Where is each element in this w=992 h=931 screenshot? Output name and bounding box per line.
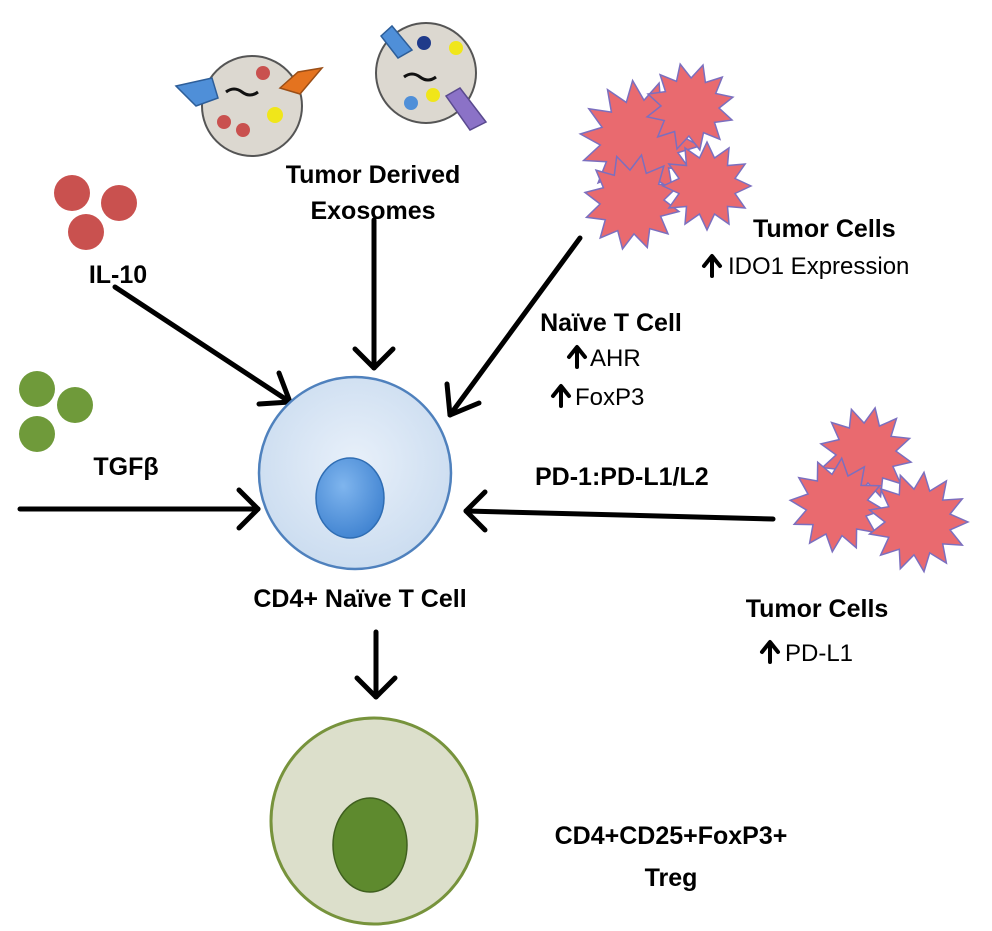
il10-label: IL-10	[89, 261, 147, 289]
tumor-cell-icon	[583, 153, 681, 251]
pd1-label: PD-1:PD-L1/L2	[535, 463, 709, 491]
rna-strand-icon	[225, 87, 259, 97]
exosome-left	[174, 55, 324, 157]
naive-t-cell-note: Naïve T Cell	[540, 309, 682, 337]
naive-t-cell	[257, 375, 453, 571]
up-arrow-icon	[551, 384, 571, 408]
up-arrow-icon	[567, 345, 587, 369]
naive-cell-label: CD4+ Naïve T Cell	[253, 585, 466, 613]
tumor-cell-icon	[867, 470, 970, 574]
naive-nucleus	[315, 457, 385, 539]
exosomes-label-line2: Exosomes	[310, 197, 435, 225]
up-arrow-icon	[760, 640, 780, 664]
ahr-label: AHR	[590, 345, 641, 372]
treg-label-line2: Treg	[645, 864, 698, 892]
exosome-right	[375, 22, 488, 131]
treg-nucleus	[332, 797, 408, 893]
foxp3-label: FoxP3	[575, 384, 644, 411]
tumor-cell-icon	[645, 62, 735, 152]
tumor-cells-bottom-title: Tumor Cells	[746, 595, 889, 623]
tgfb-label: TGFβ	[93, 453, 158, 481]
tumor-cells-bottom-subtitle: PD-L1	[785, 640, 853, 667]
purple-receptor-icon	[444, 87, 488, 131]
blue-receptor-icon	[379, 24, 414, 59]
arrow-pd1-to-cell	[463, 489, 776, 533]
tumor-cell-icon	[661, 140, 753, 232]
tgfb-cytokine-icon	[19, 371, 93, 452]
arrow-tgfb-to-cell	[17, 487, 261, 531]
blue-receptor-icon	[174, 77, 219, 107]
tumor-cells-top-title: Tumor Cells	[753, 215, 896, 243]
rna-strand-icon	[403, 72, 437, 82]
arrow-exosomes-to-cell	[352, 217, 396, 371]
tumor-cells-bottom-icon	[788, 406, 970, 574]
exosomes-label-line1: Tumor Derived	[286, 161, 461, 189]
il10-cytokine-icon	[54, 175, 137, 250]
tumor-cells-top-subtitle: IDO1 Expression	[728, 253, 909, 280]
arrow-tumor-to-cell	[444, 235, 583, 418]
treg-label-line1: CD4+CD25+FoxP3+	[555, 822, 788, 850]
treg-cell	[269, 716, 479, 926]
orange-receptor-icon	[278, 66, 324, 95]
arrow-il10-to-cell	[112, 284, 293, 407]
up-arrow-icon	[702, 254, 722, 278]
arrow-cell-to-treg	[354, 629, 398, 700]
tumor-cells-top-icon	[578, 62, 753, 251]
tumor-cell-icon	[788, 456, 886, 554]
